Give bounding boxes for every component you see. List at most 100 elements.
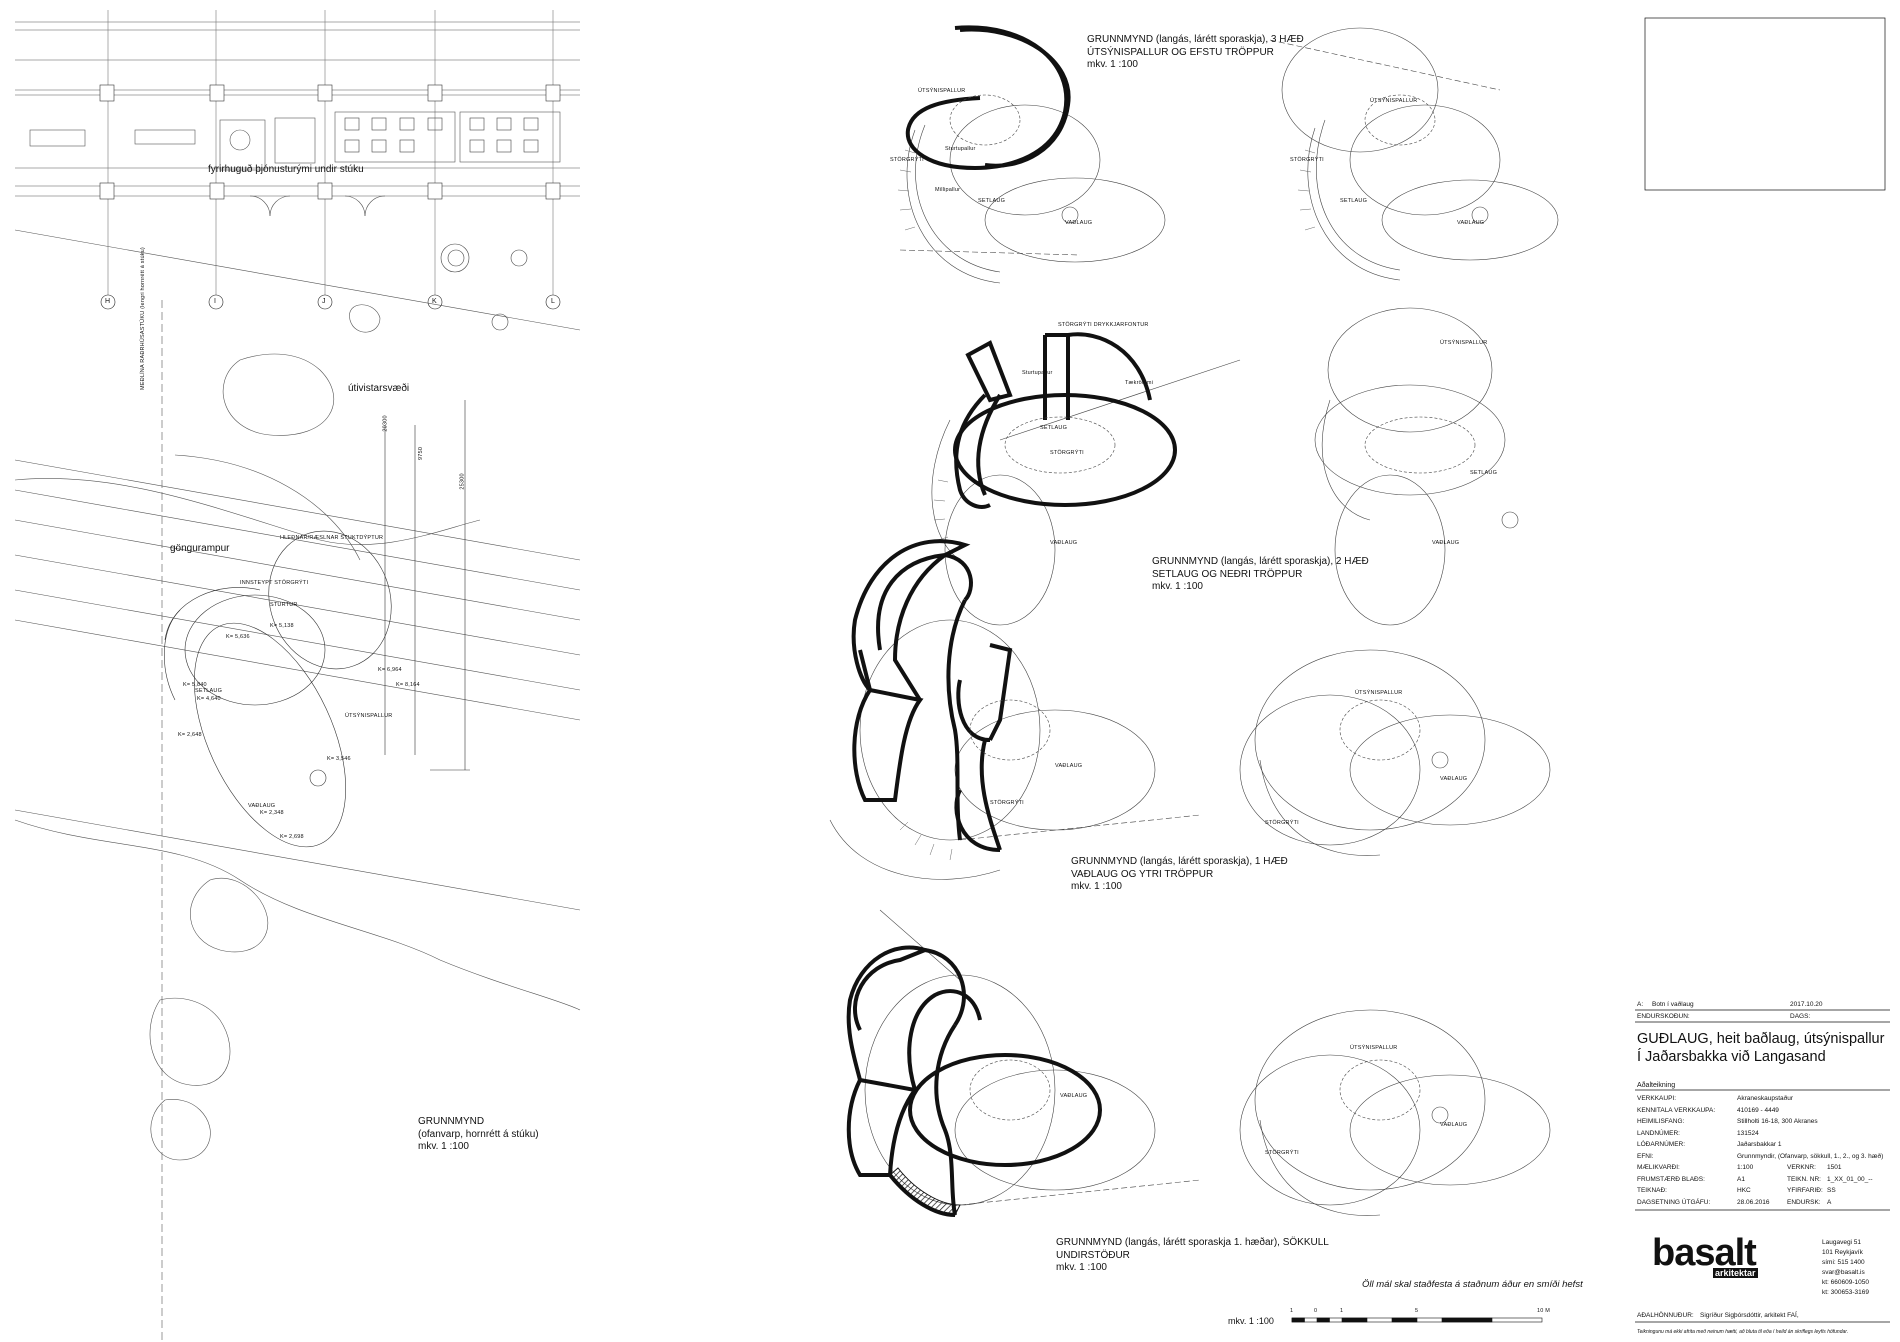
- inner-drykkjarfontur-2: STÖRGRÝTI DRYKKJARFONTUR: [1058, 322, 1149, 328]
- left-small-storgryti: INNSTEYPT STÖRGRÝTI: [240, 580, 309, 586]
- inner-utsyni-1b: ÚTSÝNISPALLUR: [1355, 690, 1403, 696]
- info-pair-row: MÆLIKVARÐI: 1:100 VERKNR: 1501: [1637, 1164, 1887, 1176]
- info-key: TEIKN. NR:: [1787, 1175, 1821, 1183]
- inner-utsyni-3: ÚTSÝNISPALLUR: [918, 88, 966, 94]
- dim-25300: 25300: [459, 473, 466, 490]
- grid-axis-l: L: [551, 298, 555, 305]
- info-pair-row: DAGSETNING ÚTGÁFU: 28.06.2016 ENDURSK: A: [1637, 1199, 1887, 1211]
- info-row: LANDNÚMER: 131524: [1637, 1130, 1887, 1142]
- designer-value: Sigríður Sigþórsdóttir, arkitekt FAÍ,: [1700, 1312, 1799, 1319]
- address-line: kt: 660609-1050: [1822, 1279, 1869, 1287]
- level-2648: K= 2,648: [178, 732, 202, 738]
- inner-vadlaug-fb: VAÐLAUG: [1440, 1122, 1468, 1128]
- left-small-vadlaug: VAÐLAUG: [248, 803, 276, 809]
- info-value: Stillholti 16-18, 300 Akranes: [1737, 1118, 1818, 1125]
- revision-date: 2017.10.20: [1790, 1001, 1823, 1008]
- caption-line: GRUNNMYND (langás, lárétt sporaskja), 3 …: [1087, 34, 1304, 45]
- inner-storgryti-1: STÖRGRÝTI: [990, 800, 1024, 806]
- scale-tick: 0: [1314, 1308, 1318, 1314]
- caption-line: GRUNNMYND: [418, 1116, 485, 1127]
- info-value: A: [1827, 1198, 1832, 1206]
- title-block-frames: [1635, 17, 1890, 1323]
- info-value: Grunnmyndir, (Ofanvarp, sökkull, 1., 2.,…: [1737, 1152, 1884, 1160]
- site-plan-left: [14, 10, 581, 1342]
- info-table: VERKKAUPI: Akraneskaupstaður KENNITALA V…: [1637, 1095, 1887, 1210]
- scale-bar: [1291, 1317, 1543, 1323]
- caption-line: (ofanvarp, hornrétt á stúku): [418, 1128, 539, 1140]
- inner-setlaug-3b: SETLAUG: [1340, 198, 1368, 204]
- grid-axis-i: I: [214, 298, 216, 305]
- inner-vadlaug-f: VAÐLAUG: [1060, 1093, 1088, 1099]
- info-value: Akraneskaupstaður: [1737, 1095, 1794, 1102]
- plan-details: [949, 94, 1476, 1121]
- inner-setlaug-3: SETLAUG: [978, 198, 1006, 204]
- inner-vadlaug-1: VAÐLAUG: [1055, 763, 1083, 769]
- left-small-sturtur: STURTUR: [270, 602, 298, 608]
- info-key: YFIRFARIÐ:: [1787, 1187, 1823, 1194]
- plans-right-thin: [829, 27, 1559, 1216]
- firm-logo: basalt: [1652, 1232, 1757, 1274]
- info-key: HEIMILISFANG:: [1637, 1118, 1685, 1125]
- outdoor-area-label: útivistarsvæði: [348, 383, 410, 394]
- level2-caption: GRUNNMYND (langás, lárétt sporaskja), 2 …: [1152, 556, 1369, 594]
- level3-caption: GRUNNMYND (langás, lárétt sporaskja), 3 …: [1087, 34, 1304, 72]
- level-8164: K= 8,164: [396, 682, 420, 688]
- footer-note: Teikningunu má ekki afrita með neinum hæ…: [1637, 1329, 1849, 1335]
- info-key: EFNI:: [1637, 1152, 1654, 1160]
- info-row: LÓÐARNÚMER: Jaðarsbakkar 1: [1637, 1141, 1887, 1153]
- info-key: KENNITALA VERKKAUPA:: [1637, 1106, 1716, 1114]
- caption-line: UNDIRSTÖÐUR: [1056, 1249, 1130, 1261]
- title-line2: Í Jaðarsbakka við Langasand: [1637, 1049, 1826, 1066]
- info-value: SS: [1827, 1187, 1836, 1194]
- inner-utsyni-2b: ÚTSÝNISPALLUR: [1440, 340, 1488, 346]
- info-pair-row: FRUMSTÆRÐ BLAÐS: A1 TEIKN. NR: 1_XX_01_0…: [1637, 1176, 1887, 1188]
- designer-key: AÐALHÖNNUÐUR:: [1637, 1312, 1694, 1319]
- caption-line: mkv. 1 :100: [418, 1141, 469, 1152]
- info-key: DAGSETNING ÚTGÁFU:: [1637, 1198, 1711, 1206]
- title-line1: GUÐLAUG, heit baðlaug, útsýnispallur: [1637, 1031, 1885, 1047]
- info-pair-row: TEIKNAÐ: HKC YFIRFARIÐ: SS: [1637, 1187, 1887, 1199]
- caption-line: mkv. 1 :100: [1152, 581, 1203, 592]
- left-small-medlina: MEÐLÍNA RAÐRHÚSASTÚKU (lengri hornrétt á…: [140, 247, 146, 390]
- foundation-hatch: [889, 1167, 961, 1216]
- inner-setlaug-2: SETLAUG: [1040, 425, 1068, 431]
- grid-axis-j: J: [322, 298, 326, 305]
- level1-caption: GRUNNMYND (langás, lárétt sporaskja), 1 …: [1071, 856, 1288, 894]
- inner-vadlaug-2b: VAÐLAUG: [1432, 540, 1460, 546]
- grid-axis-h: H: [105, 298, 111, 305]
- info-row: KENNITALA VERKKAUPA: 410169 - 4449: [1637, 1107, 1887, 1119]
- address-line: 101 Reykjavík: [1822, 1249, 1863, 1257]
- revision-header: ENDURSKOÐUN:: [1637, 1013, 1690, 1020]
- inner-utsyni-fb: ÚTSÝNISPALLUR: [1350, 1045, 1398, 1051]
- firm-logo-sub: arkitektar: [1713, 1268, 1758, 1278]
- level-3546: K= 3,546: [327, 756, 351, 762]
- inner-storgryti-fb: STÖRGRÝTI: [1265, 1150, 1299, 1156]
- level-2348: K= 2,348: [260, 810, 284, 816]
- level-6964: K= 6,964: [378, 667, 402, 673]
- inner-utsyni-3b: ÚTSÝNISPALLUR: [1370, 98, 1418, 104]
- inner-sturtupallur-3: Sturtupallur: [945, 146, 976, 152]
- info-key: ENDURSK:: [1787, 1198, 1821, 1206]
- inner-storgryti-3: STÖRGRÝTI: [890, 157, 924, 163]
- drawing-type: Aðalteikning: [1637, 1082, 1676, 1089]
- address-line: svar@basalt.is: [1822, 1269, 1865, 1277]
- caption-line: mkv. 1 :100: [1087, 59, 1138, 70]
- level-4640: K= 4,640: [197, 696, 221, 702]
- revision-date-header: DAGS:: [1790, 1013, 1811, 1020]
- level-2698: K= 2,698: [280, 834, 304, 840]
- info-value: 1:100: [1737, 1164, 1754, 1171]
- left-small-hladnar: HLEÐNAR/RÆSLNAR STUKTDÝPTUR: [280, 535, 384, 541]
- info-key: VERKNR:: [1787, 1164, 1816, 1171]
- firm-address: Laugavegi 51 101 Reykjavík sími: 515 140…: [1822, 1238, 1869, 1298]
- info-key: TEIKNAÐ:: [1637, 1187, 1667, 1194]
- inner-storgryti-1b: STÖRGRÝTI: [1265, 820, 1299, 826]
- level-5636: K= 5,636: [226, 634, 250, 640]
- info-key: LANDNÚMER:: [1637, 1129, 1680, 1137]
- scale-tick: 5: [1415, 1308, 1419, 1314]
- inner-vadlaug-3: VAÐLAUG: [1065, 220, 1093, 226]
- scale-label: mkv. 1 :100: [1228, 1316, 1274, 1326]
- inner-setlaug-2b: SETLAUG: [1470, 470, 1498, 476]
- info-value: A1: [1737, 1175, 1745, 1183]
- scale-tick: 10 M: [1537, 1308, 1551, 1314]
